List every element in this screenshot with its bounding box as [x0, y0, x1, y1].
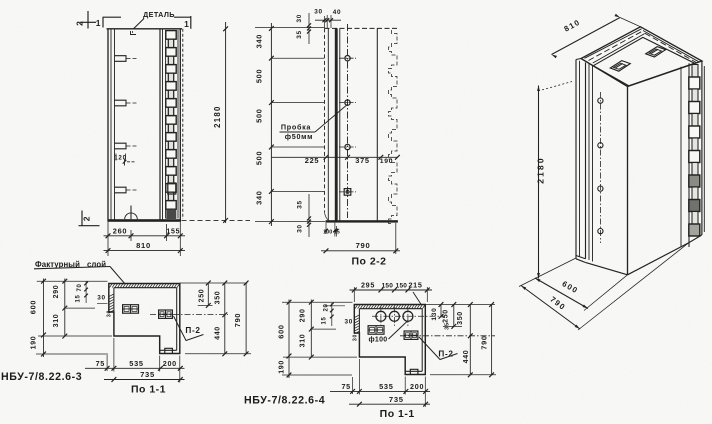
- svg-text:15: 15: [334, 229, 340, 235]
- svg-text:340: 340: [255, 190, 264, 204]
- svg-text:790: 790: [356, 241, 371, 250]
- svg-text:225: 225: [305, 156, 319, 165]
- svg-text:Пробка: Пробка: [281, 123, 311, 132]
- svg-text:200: 200: [410, 382, 424, 391]
- svg-text:30: 30: [296, 14, 303, 23]
- svg-text:250: 250: [199, 289, 206, 303]
- svg-text:130: 130: [431, 307, 438, 320]
- svg-text:190: 190: [31, 336, 38, 350]
- svg-text:100: 100: [323, 229, 332, 235]
- svg-text:2180: 2180: [213, 105, 222, 128]
- svg-text:790: 790: [233, 313, 242, 327]
- svg-text:НБУ-7/8.22.6-3: НБУ-7/8.22.6-3: [1, 371, 82, 383]
- svg-text:735: 735: [389, 395, 404, 404]
- svg-text:150: 150: [382, 282, 394, 289]
- svg-text:810: 810: [136, 241, 151, 250]
- svg-text:500: 500: [255, 151, 264, 165]
- svg-text:30: 30: [97, 295, 106, 302]
- svg-text:440: 440: [463, 350, 470, 364]
- svg-text:290: 290: [300, 308, 307, 322]
- svg-text:30: 30: [344, 319, 353, 326]
- svg-text:340: 340: [255, 34, 264, 48]
- svg-text:П-2: П-2: [438, 350, 453, 359]
- svg-text:500: 500: [255, 69, 264, 83]
- svg-text:600: 600: [277, 324, 286, 338]
- svg-text:500: 500: [255, 108, 264, 122]
- svg-text:НБУ-7/8.22.6-4: НБУ-7/8.22.6-4: [244, 395, 325, 407]
- svg-text:350: 350: [457, 311, 464, 325]
- svg-text:30: 30: [314, 9, 323, 16]
- svg-text:40: 40: [333, 9, 342, 16]
- svg-text:П-2: П-2: [185, 326, 200, 335]
- svg-text:70: 70: [77, 283, 83, 291]
- svg-text:30: 30: [107, 310, 113, 317]
- svg-text:215: 215: [408, 280, 422, 289]
- svg-text:35: 35: [297, 200, 304, 209]
- svg-text:250: 250: [443, 309, 450, 323]
- svg-text:150: 150: [396, 282, 408, 289]
- svg-text:295: 295: [361, 280, 375, 289]
- svg-text:30: 30: [297, 224, 304, 233]
- svg-text:790: 790: [480, 335, 489, 349]
- svg-text:2: 2: [75, 20, 85, 25]
- svg-text:ДЕТАЛЬ: ДЕТАЛЬ: [143, 10, 175, 19]
- svg-text:35: 35: [296, 30, 303, 39]
- svg-text:440: 440: [214, 326, 221, 340]
- svg-text:слой: слой: [87, 260, 106, 269]
- svg-text:ф50мм: ф50мм: [285, 132, 313, 141]
- svg-text:375: 375: [355, 156, 369, 165]
- svg-text:735: 735: [140, 370, 155, 379]
- svg-text:ф100: ф100: [368, 337, 387, 344]
- svg-text:350: 350: [214, 291, 221, 305]
- svg-text:200: 200: [163, 359, 177, 368]
- svg-text:15: 15: [75, 294, 81, 302]
- svg-text:310: 310: [53, 314, 60, 328]
- svg-text:600: 600: [29, 300, 38, 314]
- svg-text:155: 155: [166, 229, 180, 236]
- svg-text:535: 535: [129, 359, 143, 368]
- svg-text:1: 1: [96, 18, 101, 28]
- svg-text:310: 310: [300, 334, 307, 348]
- svg-text:По 1-1: По 1-1: [131, 384, 166, 396]
- svg-text:20: 20: [323, 303, 329, 311]
- svg-text:190: 190: [380, 158, 393, 165]
- svg-text:15: 15: [322, 316, 328, 324]
- svg-text:Фактурный: Фактурный: [35, 260, 80, 269]
- svg-text:2180: 2180: [536, 156, 546, 183]
- svg-text:30: 30: [353, 334, 359, 341]
- svg-text:По 1-1: По 1-1: [380, 408, 415, 420]
- svg-text:75: 75: [341, 382, 350, 391]
- svg-text:1: 1: [184, 19, 189, 29]
- svg-text:120: 120: [114, 154, 126, 161]
- svg-text:260: 260: [113, 227, 127, 236]
- svg-text:35: 35: [445, 322, 451, 330]
- svg-text:190: 190: [279, 360, 286, 374]
- svg-text:По 2-2: По 2-2: [351, 256, 386, 268]
- svg-text:2: 2: [82, 216, 92, 221]
- svg-text:290: 290: [53, 285, 60, 299]
- svg-text:75: 75: [96, 359, 105, 368]
- svg-text:535: 535: [379, 382, 393, 391]
